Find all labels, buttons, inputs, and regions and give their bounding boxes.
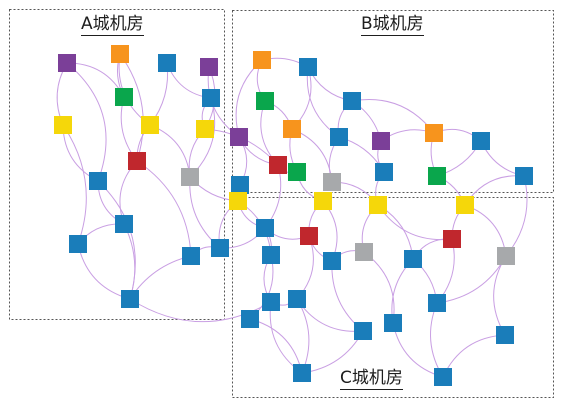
network-link <box>66 62 107 182</box>
network-link <box>291 66 312 130</box>
purple-server-node <box>58 54 76 72</box>
network-link <box>264 164 282 229</box>
green-server-node <box>428 167 446 185</box>
blue-server-node <box>515 167 533 185</box>
region-b-label: B城机房 <box>361 14 424 36</box>
network-link <box>119 160 138 225</box>
blue-server-node <box>256 219 274 237</box>
blue-server-node <box>384 314 402 332</box>
gray-server-node <box>355 243 373 261</box>
blue-server-node <box>434 368 452 386</box>
network-link <box>189 176 221 249</box>
yellow-server-node <box>141 116 159 134</box>
green-server-node <box>288 163 306 181</box>
blue-server-node <box>262 246 280 264</box>
network-link <box>301 330 364 374</box>
blue-server-node <box>323 252 341 270</box>
region-a-label: A城机房 <box>81 14 144 36</box>
blue-server-node <box>89 172 107 190</box>
network-link <box>296 235 314 300</box>
network-link <box>56 62 68 126</box>
network-link <box>260 100 279 166</box>
purple-server-node <box>230 128 248 146</box>
blue-server-node <box>472 132 490 150</box>
yellow-server-node <box>456 196 474 214</box>
red-server-node <box>128 152 146 170</box>
network-link <box>306 66 340 138</box>
region-c-label: C城机房 <box>340 368 403 390</box>
yellow-server-node <box>229 192 247 210</box>
blue-server-node <box>343 92 361 110</box>
blue-server-node <box>496 326 514 344</box>
network-link <box>430 302 444 378</box>
blue-server-node <box>428 294 446 312</box>
blue-server-node <box>182 247 200 265</box>
blue-server-node <box>288 290 306 308</box>
network-link <box>505 175 528 257</box>
network-link <box>296 298 364 332</box>
red-server-node <box>443 230 461 248</box>
green-server-node <box>256 92 274 110</box>
network-link <box>493 255 507 336</box>
blue-server-node <box>299 58 317 76</box>
network-link <box>363 251 395 324</box>
red-server-node <box>269 156 287 174</box>
network-link <box>391 258 414 324</box>
blue-server-node <box>293 364 311 382</box>
blue-server-node <box>262 293 280 311</box>
network-link <box>442 334 506 378</box>
gray-server-node <box>181 168 199 186</box>
network-link <box>123 223 136 300</box>
node-layer <box>54 45 533 386</box>
blue-server-node <box>330 128 348 146</box>
region-c-border <box>232 197 554 398</box>
yellow-server-node <box>196 120 214 138</box>
blue-server-node <box>354 322 372 340</box>
blue-server-node <box>404 250 422 268</box>
blue-server-node <box>202 89 220 107</box>
network-link <box>129 255 192 300</box>
orange-server-node <box>253 51 271 69</box>
purple-server-node <box>372 132 390 150</box>
blue-server-node <box>115 215 133 233</box>
blue-server-node <box>121 290 139 308</box>
network-link <box>149 62 169 126</box>
blue-server-node <box>69 235 87 253</box>
blue-server-node <box>211 239 229 257</box>
network-link <box>62 124 87 245</box>
blue-server-node <box>241 310 259 328</box>
region-b-border <box>232 10 554 193</box>
network-link <box>269 301 303 374</box>
network-link <box>119 53 144 162</box>
network-link <box>351 99 435 134</box>
network-link <box>136 160 192 257</box>
region-a-border <box>9 9 225 320</box>
blue-server-node <box>375 163 393 181</box>
gray-server-node <box>323 173 341 191</box>
network-link <box>97 180 136 300</box>
yellow-server-node <box>369 196 387 214</box>
green-server-node <box>115 88 133 106</box>
yellow-server-node <box>54 116 72 134</box>
orange-server-node <box>425 124 443 142</box>
network-link <box>377 204 453 241</box>
network-link <box>436 238 455 304</box>
orange-server-node <box>111 45 129 63</box>
red-server-node <box>300 227 318 245</box>
gray-server-node <box>497 247 515 265</box>
blue-server-node <box>158 54 176 72</box>
yellow-server-node <box>314 192 332 210</box>
orange-server-node <box>283 120 301 138</box>
network-link <box>331 260 364 332</box>
network-link <box>120 96 138 162</box>
purple-server-node <box>200 58 218 76</box>
blue-server-node <box>231 176 249 194</box>
